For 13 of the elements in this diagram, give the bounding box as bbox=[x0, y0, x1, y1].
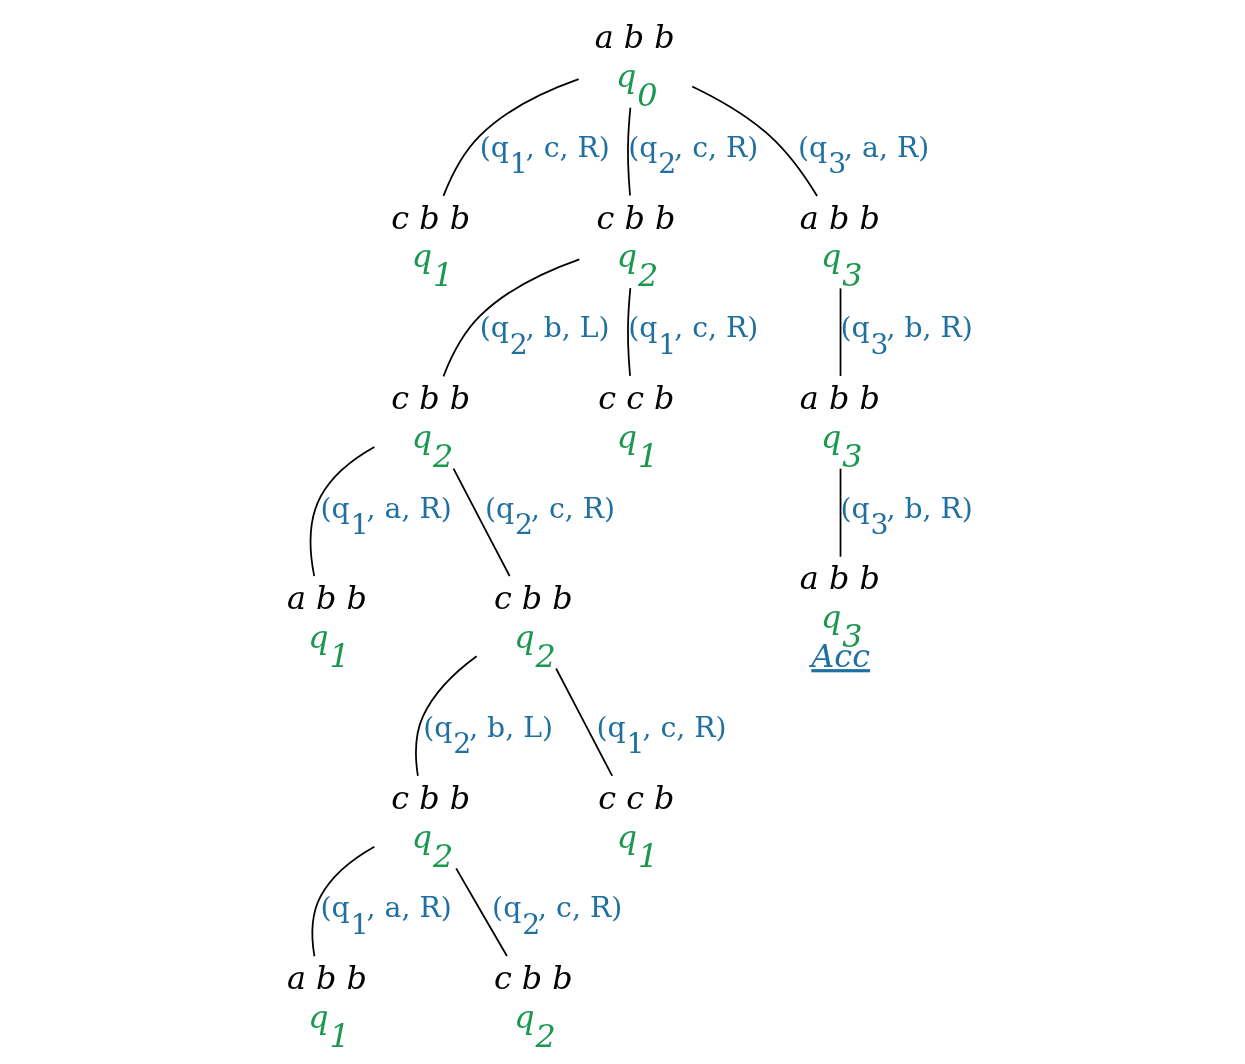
connector bbox=[839, 467, 841, 558]
connector bbox=[454, 867, 508, 957]
connector bbox=[442, 258, 580, 378]
connector bbox=[452, 467, 510, 577]
connector bbox=[309, 446, 375, 578]
connector bbox=[311, 845, 375, 958]
connector bbox=[839, 287, 841, 377]
connector bbox=[554, 667, 613, 777]
connector bbox=[626, 106, 631, 197]
connector bbox=[626, 287, 631, 377]
connector bbox=[690, 85, 818, 197]
connector bbox=[442, 78, 579, 197]
connector bbox=[414, 655, 477, 777]
